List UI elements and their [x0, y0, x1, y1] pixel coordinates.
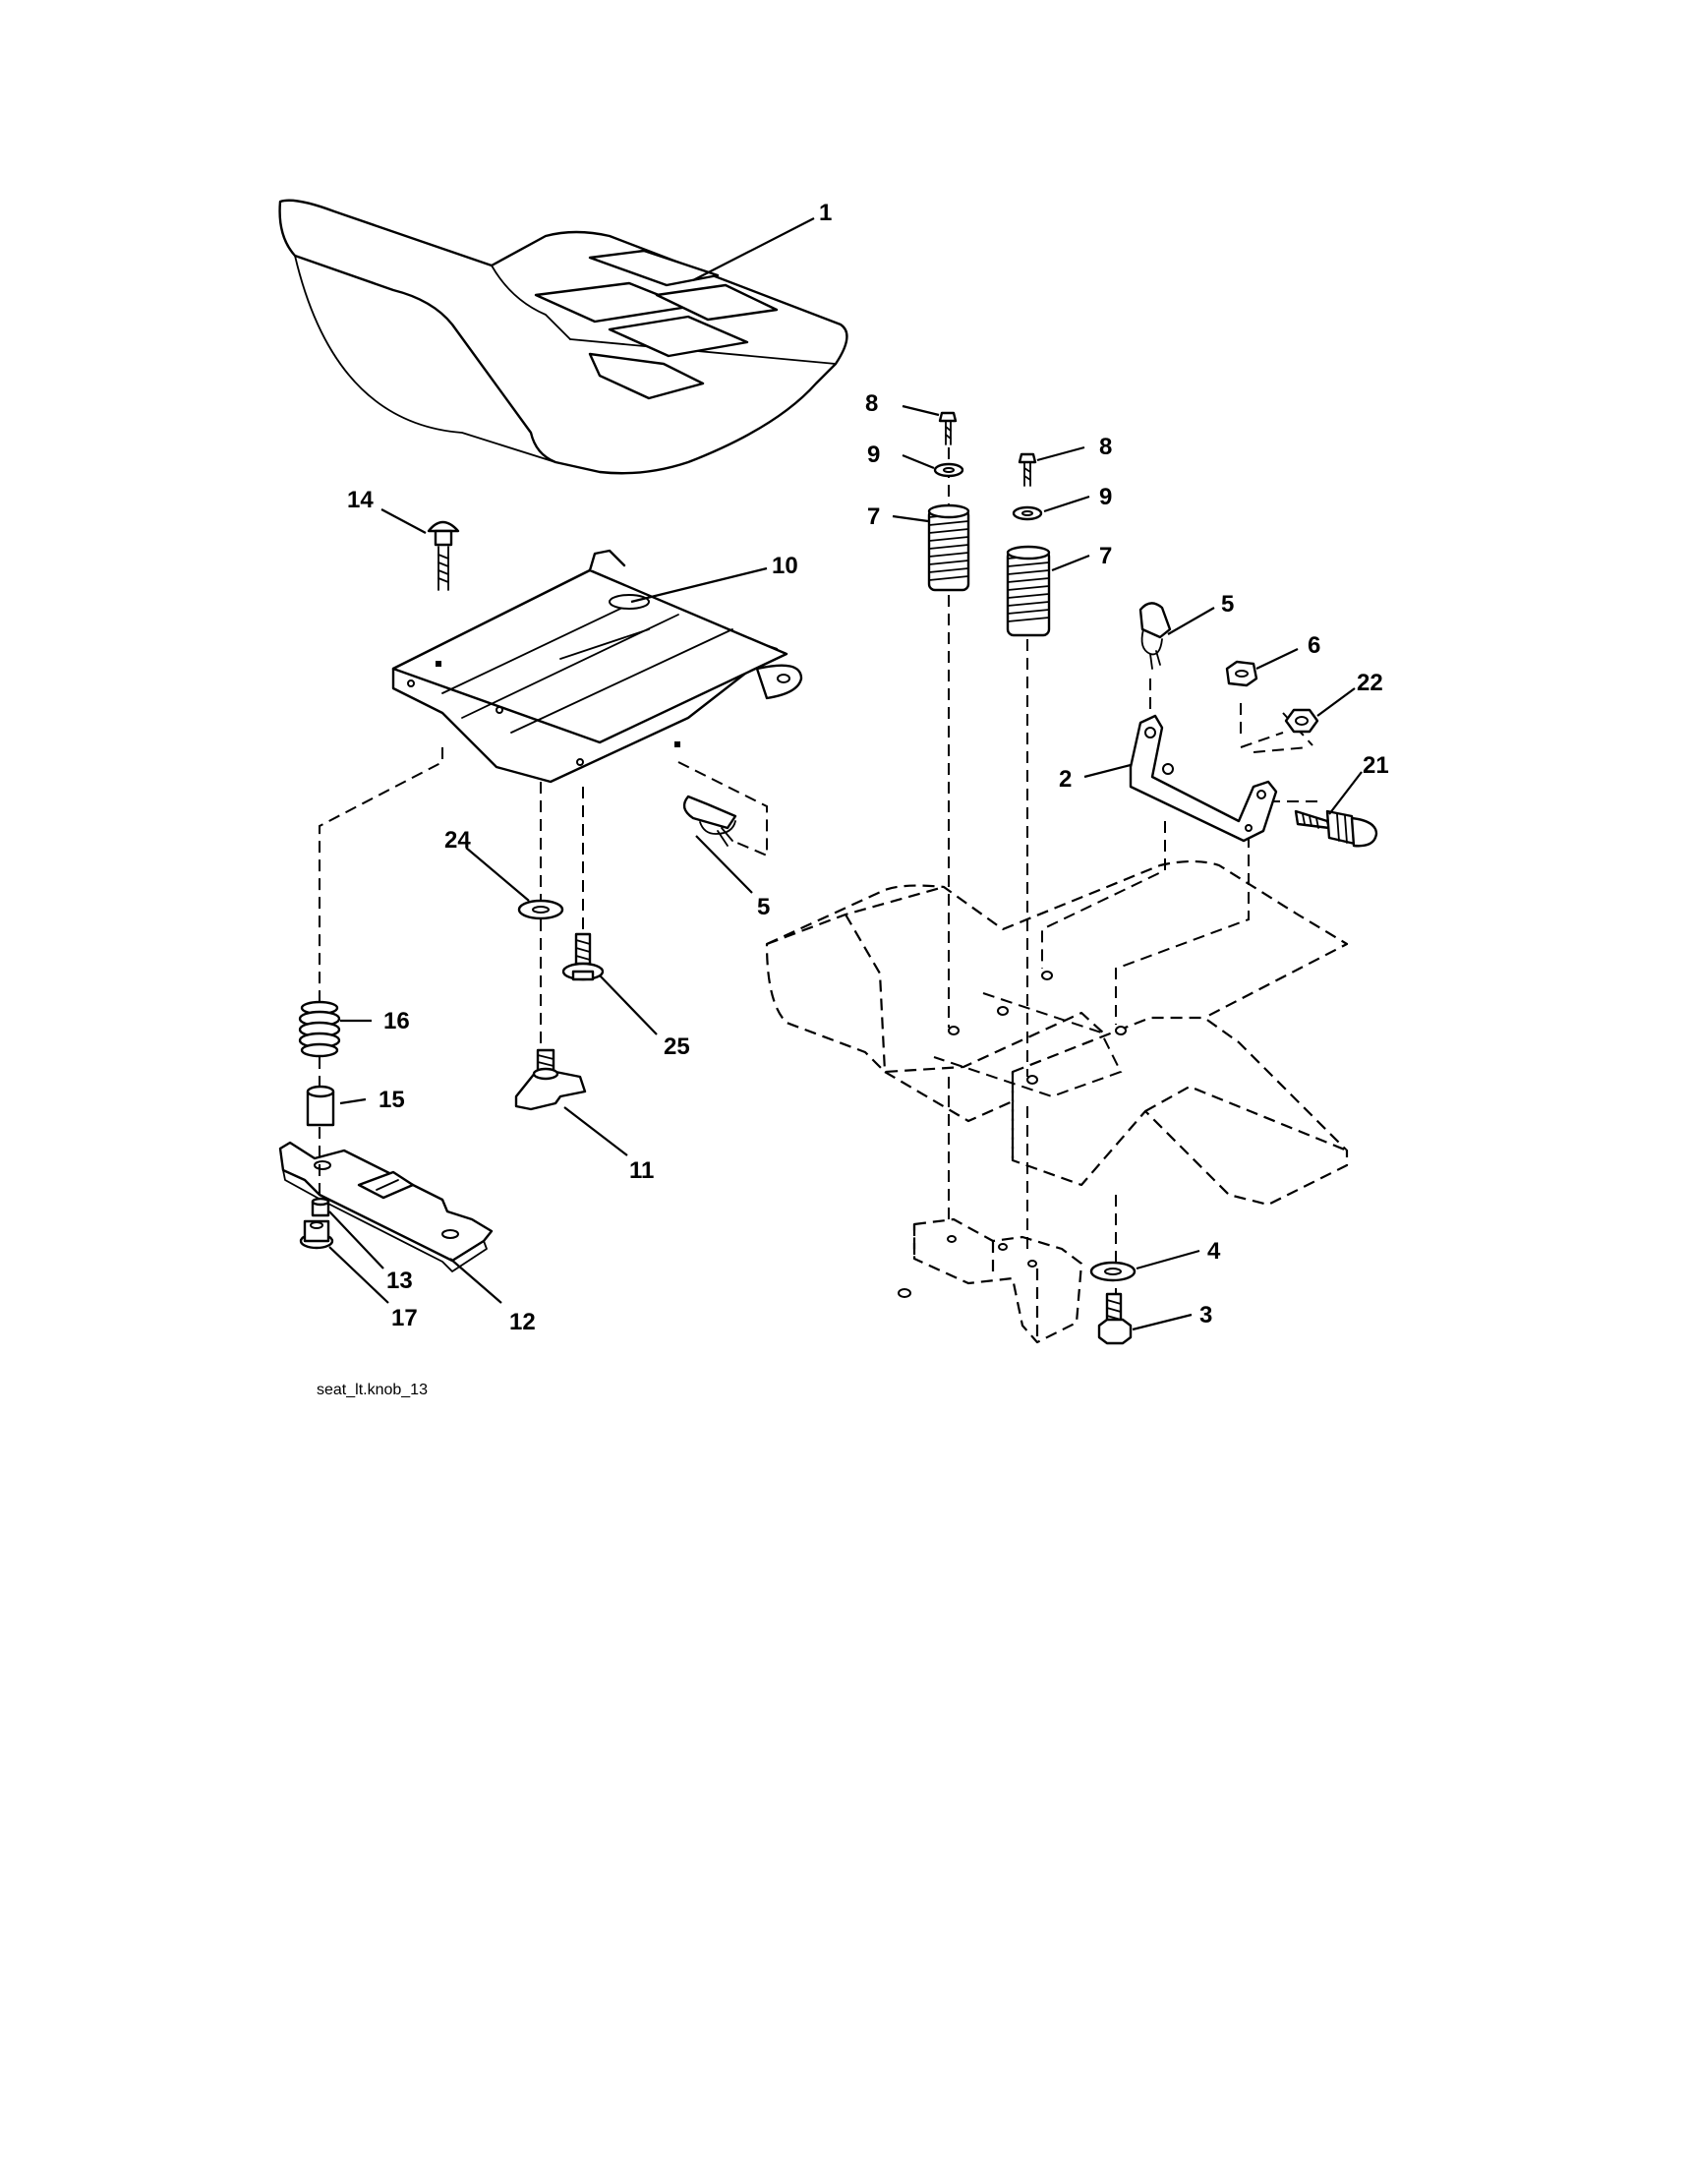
callout-9-right: 9 [1099, 484, 1112, 510]
callout-7-left: 7 [867, 503, 880, 530]
flat-washer-4 [1089, 1261, 1137, 1282]
callout-16: 16 [383, 1008, 410, 1034]
flat-washer-24 [517, 899, 564, 920]
bolt-13 [311, 1197, 330, 1217]
shoulder-bolt-21 [1294, 809, 1378, 848]
seat-pan [391, 549, 803, 784]
callout-12: 12 [509, 1309, 536, 1335]
lock-nut-22 [1284, 708, 1319, 734]
lock-washer-9-right [1012, 505, 1043, 521]
carriage-bolt [427, 520, 460, 591]
callout-9-left: 9 [867, 442, 880, 468]
callout-14: 14 [347, 487, 374, 513]
callout-5-left: 5 [757, 894, 770, 920]
seat-bracket-2 [1129, 714, 1278, 843]
adjustment-plate-12 [278, 1141, 494, 1272]
callout-10: 10 [772, 553, 798, 579]
bolt-8-left [938, 411, 958, 445]
hairpin-clip-left [682, 795, 737, 847]
compression-spring-7-right [1006, 545, 1051, 637]
spacer-15 [306, 1085, 335, 1127]
callout-3: 3 [1199, 1302, 1212, 1328]
callout-24: 24 [444, 827, 471, 854]
callout-22: 22 [1357, 670, 1383, 696]
callout-15: 15 [379, 1087, 405, 1113]
hairpin-clip-right [1138, 602, 1172, 670]
callout-11: 11 [629, 1157, 654, 1184]
flange-nut-17 [299, 1219, 334, 1250]
callout-21: 21 [1363, 752, 1389, 779]
shoulder-bolt-25 [561, 932, 605, 981]
callout-labels: 1 14 10 5 24 25 16 15 11 13 17 12 8 9 7 … [347, 200, 1389, 1335]
callout-17: 17 [391, 1305, 418, 1331]
callout-1: 1 [819, 200, 832, 226]
callout-4: 4 [1207, 1238, 1221, 1265]
knob-11 [514, 1048, 587, 1111]
callout-25: 25 [664, 1033, 690, 1060]
callout-leaders [328, 217, 1363, 1331]
tractor-frame [765, 859, 1349, 1344]
callout-13: 13 [386, 1268, 413, 1294]
callout-8-left: 8 [865, 390, 878, 417]
compression-spring-16 [298, 1000, 341, 1058]
callout-2: 2 [1059, 766, 1072, 793]
seat [278, 199, 848, 475]
compression-spring-7-left [927, 503, 970, 592]
figure-id-label: seat_lt.knob_13 [317, 1382, 428, 1398]
callout-5-right: 5 [1221, 591, 1234, 618]
hex-bolt-3 [1097, 1292, 1133, 1345]
callout-8-right: 8 [1099, 434, 1112, 460]
assembly-lines-left [319, 747, 768, 1202]
hex-nut-6 [1225, 660, 1258, 687]
lock-washer-9-left [933, 462, 964, 478]
bolt-8-right [1018, 452, 1037, 487]
callout-7-right: 7 [1099, 543, 1112, 569]
callout-6: 6 [1308, 632, 1320, 659]
